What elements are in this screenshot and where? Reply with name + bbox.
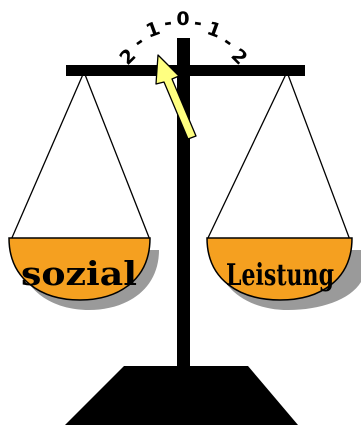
scale-post bbox=[177, 38, 190, 368]
scale-beam bbox=[66, 65, 305, 76]
right-pan-string-outer bbox=[207, 72, 287, 240]
left-pan-label: sozial bbox=[21, 254, 137, 293]
left-pan-string-inner bbox=[84, 72, 150, 240]
scale-dash-2: - bbox=[163, 12, 174, 35]
left-pan-string-outer bbox=[11, 72, 84, 240]
right-pan-label: Leistung bbox=[226, 258, 334, 293]
scale-digit-left-1: 1 bbox=[143, 17, 163, 42]
scale-digit-right-1: 1 bbox=[204, 17, 224, 42]
right-pan-string-inner bbox=[287, 72, 350, 240]
scale-dash-4: - bbox=[218, 31, 237, 54]
scale-digit-zero: 0 bbox=[176, 8, 189, 30]
scale-dash-3: - bbox=[193, 12, 204, 35]
scale-base bbox=[65, 366, 298, 425]
scale-dash-1: - bbox=[129, 31, 148, 54]
